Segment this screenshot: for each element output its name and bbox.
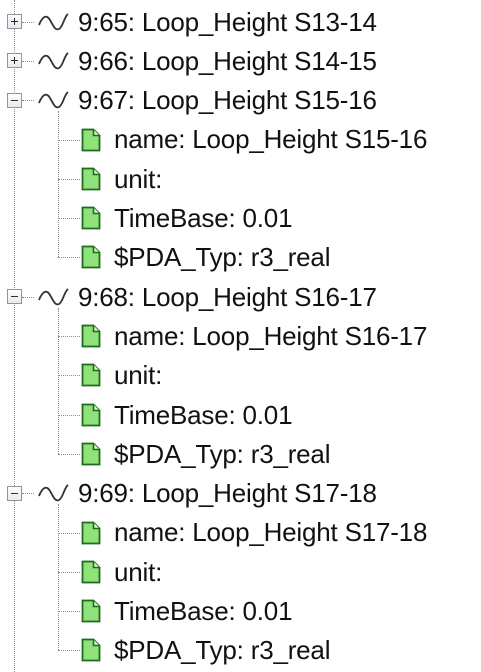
tree-node[interactable]: 9:65: Loop_Height S13-14 [0,2,481,41]
collapse-minus-icon[interactable] [7,92,22,108]
property-document-icon [81,560,101,584]
child-branch-line [58,111,59,258]
collapse-minus-icon[interactable] [7,485,22,501]
tree-leaf[interactable]: TimeBase: 0.01 [0,395,481,434]
expand-plus-icon[interactable] [7,14,22,30]
leaf-connector-line [58,139,80,141]
tree-leaf[interactable]: name: Loop_Height S17-18 [0,513,481,552]
tree-leaf-label: unit: [114,163,163,194]
tree-leaf[interactable]: name: Loop_Height S16-17 [0,316,481,355]
child-branch-line [58,307,59,454]
tree-leaf[interactable]: $PDA_Typ: r3_real [0,434,481,473]
tree-leaf[interactable]: unit: [0,356,481,395]
signal-wave-icon [38,12,69,30]
property-document-icon [81,246,101,269]
leaf-connector-line [58,611,80,613]
property-document-icon [81,324,101,348]
tree-node-label: 9:68: Loop_Height S16-17 [78,281,377,312]
property-document-icon [81,128,101,151]
tree-node-label: 9:66: Loop_Height S14-15 [78,45,377,76]
child-branch-line [58,504,59,651]
property-document-icon [81,521,101,544]
tree-leaf-label: unit: [114,556,163,587]
signal-wave-icon [38,52,69,70]
tree-node[interactable]: 9:67: Loop_Height S15-16 [0,81,481,258]
leaf-connector-line [58,178,80,180]
property-document-icon [81,363,101,387]
leaf-connector-line [58,218,80,220]
leaf-connector-line [58,453,80,455]
signal-wave-icon [38,484,69,502]
tree-leaf[interactable]: TimeBase: 0.01 [0,592,481,631]
tree-leaf-label: TimeBase: 0.01 [114,596,293,626]
tree-leaf-label: $PDA_Typ: r3_real [114,242,331,273]
tree-leaf-label: $PDA_Typ: r3_real [114,635,331,666]
tree-node-label: 9:65: Loop_Height S13-14 [78,6,377,37]
tree-leaf[interactable]: unit: [0,159,481,198]
property-document-icon [81,639,101,662]
tree-leaf-label: name: Loop_Height S15-16 [114,124,428,155]
tree-leaf-label: $PDA_Typ: r3_real [114,438,331,469]
leaf-connector-line [58,650,80,652]
node-connector-line [22,60,34,62]
tree-leaf[interactable]: name: Loop_Height S15-16 [0,120,481,159]
tree-leaf-label: TimeBase: 0.01 [114,399,293,430]
collapse-minus-icon[interactable] [7,289,22,305]
tree-leaf-label: TimeBase: 0.01 [114,203,293,233]
leaf-connector-line [58,375,80,377]
tree-leaf[interactable]: $PDA_Typ: r3_real [0,631,481,670]
tree-trunk-line [14,0,15,672]
tree-node[interactable]: 9:68: Loop_Height S16-17 [0,277,481,454]
property-document-icon [81,206,101,230]
tree-leaf-label: name: Loop_Height S17-18 [114,517,428,548]
tree-node-label: 9:67: Loop_Height S15-16 [78,85,377,116]
tree-node-label: 9:69: Loop_Height S17-18 [78,478,377,509]
leaf-connector-line [58,414,80,416]
leaf-connector-line [58,532,80,534]
node-connector-line [22,100,34,102]
tree-leaf[interactable]: unit: [0,552,481,591]
tree-node[interactable]: 9:66: Loop_Height S14-15 [0,41,481,80]
property-document-icon [81,403,101,427]
tree-leaf[interactable]: $PDA_Typ: r3_real [0,238,481,277]
signal-wave-icon [38,91,69,109]
leaf-connector-line [58,336,80,338]
property-document-icon [81,599,101,623]
signal-wave-icon [38,288,69,306]
node-connector-line [22,296,34,298]
expand-plus-icon[interactable] [7,53,22,69]
tree-leaf[interactable]: TimeBase: 0.01 [0,199,481,238]
node-connector-line [22,21,34,23]
leaf-connector-line [58,257,80,259]
property-document-icon [81,167,101,191]
tree-leaf-label: name: Loop_Height S16-17 [114,320,428,351]
tree-leaf-label: unit: [114,360,163,391]
leaf-connector-line [58,571,80,573]
node-connector-line [22,493,34,495]
property-document-icon [81,442,101,466]
tree-node[interactable]: 9:69: Loop_Height S17-18 [0,474,481,651]
